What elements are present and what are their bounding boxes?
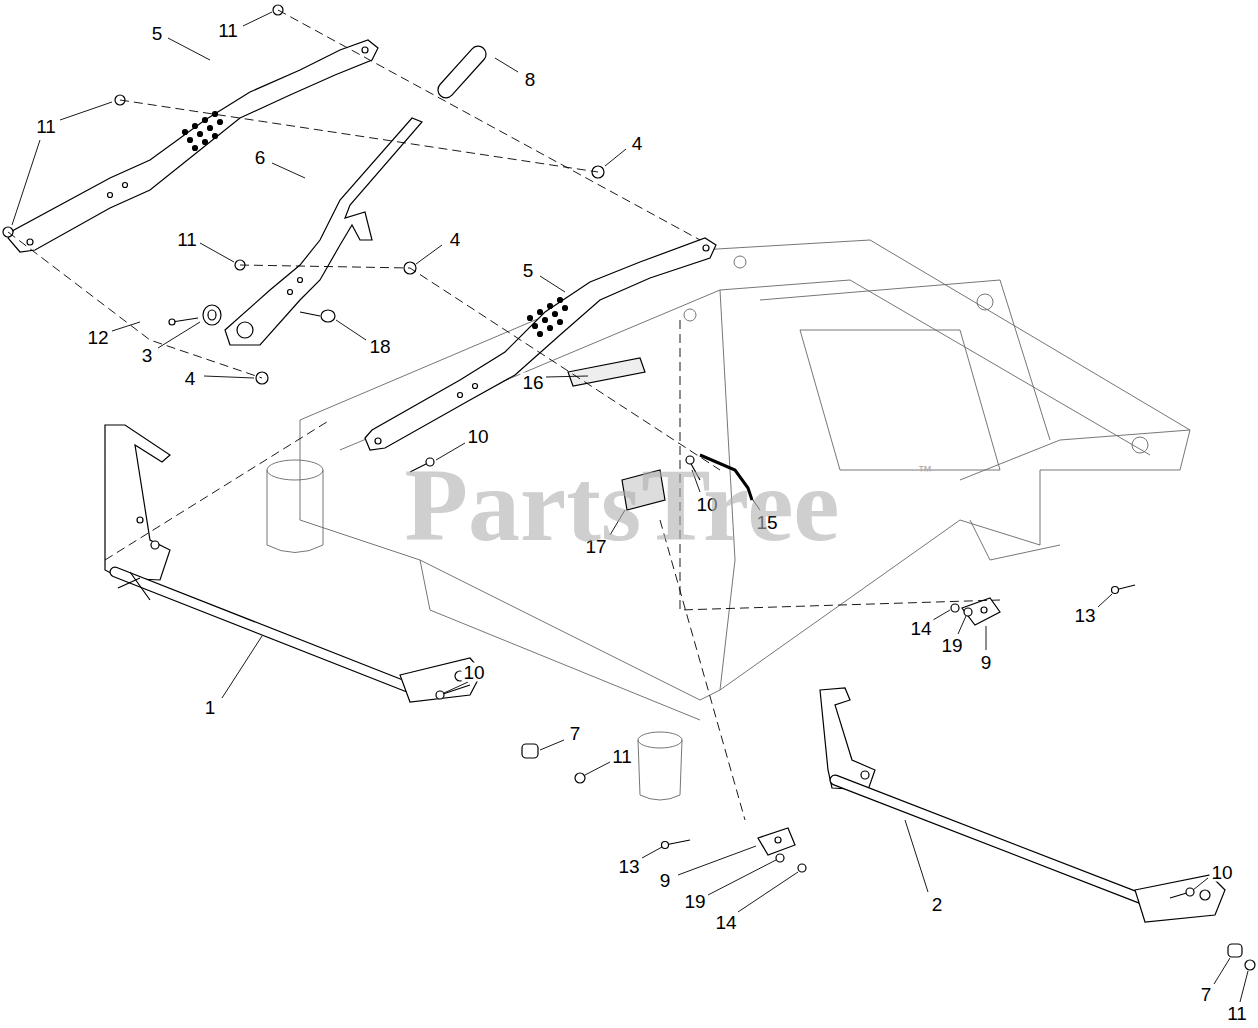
mower-frame bbox=[267, 240, 1190, 800]
callout-number: 13 bbox=[616, 857, 641, 876]
callout-number: 5 bbox=[150, 24, 165, 43]
callout-number: 10 bbox=[465, 427, 490, 446]
callout-number: 7 bbox=[568, 724, 583, 743]
callout-number: 10 bbox=[1209, 863, 1234, 882]
callout-number: 5 bbox=[521, 261, 536, 280]
callout-number: 4 bbox=[448, 230, 463, 249]
callout-number: 6 bbox=[253, 148, 268, 167]
callout-number: 2 bbox=[930, 895, 945, 914]
callout-number: 13 bbox=[1072, 606, 1097, 625]
callout-number: 11 bbox=[175, 230, 199, 249]
callout-number: 9 bbox=[979, 653, 994, 672]
leader-lines bbox=[12, 12, 1248, 1002]
callout-number: 8 bbox=[523, 70, 538, 89]
callout-number: 11 bbox=[610, 747, 634, 766]
callout-number: 14 bbox=[713, 913, 738, 932]
watermark: PartsTree bbox=[404, 453, 839, 557]
callout-number: 9 bbox=[658, 871, 673, 890]
trademark-mark: ™ bbox=[918, 463, 933, 478]
callout-number: 18 bbox=[367, 337, 392, 356]
callout-number: 4 bbox=[183, 369, 198, 388]
callout-number: 11 bbox=[216, 21, 240, 40]
callout-number: 19 bbox=[682, 892, 707, 911]
callout-number: 11 bbox=[34, 117, 58, 136]
assembly-lines bbox=[8, 10, 1000, 820]
callout-number: 10 bbox=[461, 663, 486, 682]
callout-number: 7 bbox=[1199, 985, 1214, 1004]
callout-number: 4 bbox=[630, 134, 645, 153]
callout-number: 11 bbox=[1225, 1004, 1249, 1023]
callout-number: 1 bbox=[203, 698, 218, 717]
callout-number: 19 bbox=[939, 636, 964, 655]
callout-number: 3 bbox=[140, 346, 155, 365]
callout-number: 12 bbox=[85, 328, 110, 347]
lift-parts bbox=[3, 5, 1255, 970]
callout-number: 16 bbox=[520, 373, 545, 392]
callout-number: 14 bbox=[908, 619, 933, 638]
